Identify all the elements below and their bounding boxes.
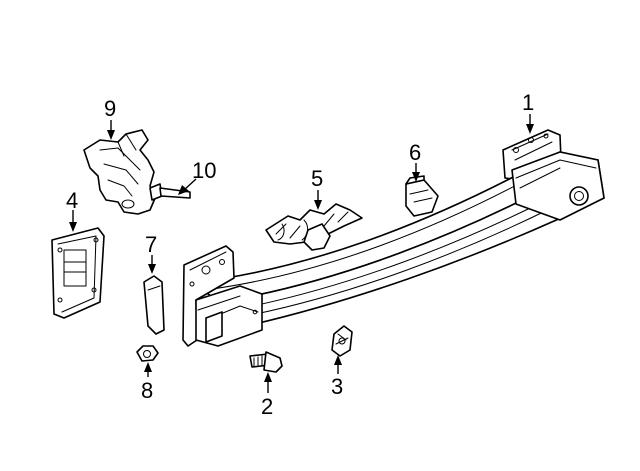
nut [136, 345, 159, 362]
callout-1: 1 [522, 90, 534, 115]
retainer [331, 325, 353, 357]
callout-4: 4 [66, 188, 78, 213]
push-pin [149, 183, 191, 201]
callout-5: 5 [311, 166, 323, 191]
bolt [249, 351, 283, 373]
callout-2: 2 [261, 394, 273, 419]
bracket-assembly [83, 129, 157, 215]
clip [405, 175, 439, 217]
callout-9: 9 [104, 96, 116, 121]
callout-6: 6 [409, 140, 421, 165]
bracket-strip [143, 275, 165, 335]
leader-arrows [69, 114, 534, 393]
absorber [265, 203, 363, 251]
callout-7: 7 [145, 232, 157, 257]
impact-bar [182, 129, 605, 347]
callout-3: 3 [331, 374, 343, 399]
callout-10: 10 [192, 158, 216, 183]
bracket-plate [51, 227, 105, 319]
callout-8: 8 [141, 378, 153, 403]
